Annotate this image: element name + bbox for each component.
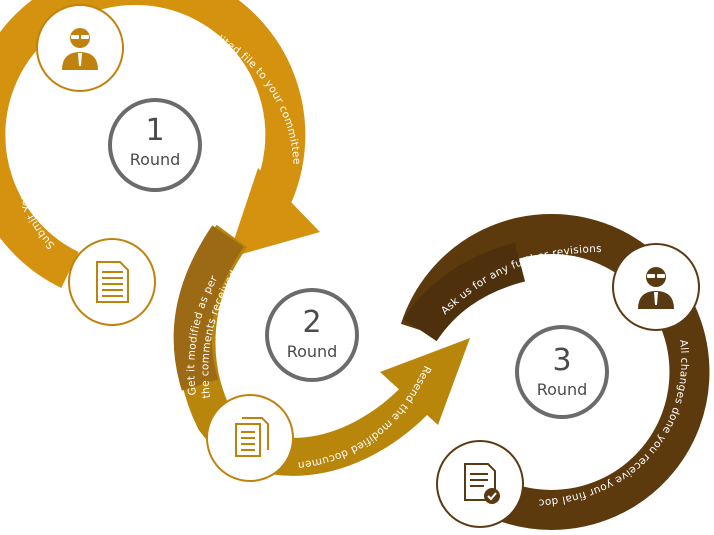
round-3-label: Round <box>537 380 588 399</box>
person-icon <box>36 4 124 92</box>
documents-icon <box>206 394 294 482</box>
document-check-icon <box>436 440 524 528</box>
round-3-badge: 3 Round <box>515 325 609 419</box>
round-1-number: 1 <box>145 113 164 148</box>
round-2-arrowhead <box>380 338 470 425</box>
round-1-badge: 1 Round <box>108 98 202 192</box>
round-2-badge: 2 Round <box>265 288 359 382</box>
round-2-label: Round <box>287 342 338 361</box>
round-1-ring <box>0 0 320 288</box>
round-1-label: Round <box>130 150 181 169</box>
document-icon <box>68 238 156 326</box>
round-2-number: 2 <box>302 305 321 340</box>
round-1-arrowhead <box>228 168 320 258</box>
person-icon <box>612 243 700 331</box>
round-3-number: 3 <box>552 343 571 378</box>
